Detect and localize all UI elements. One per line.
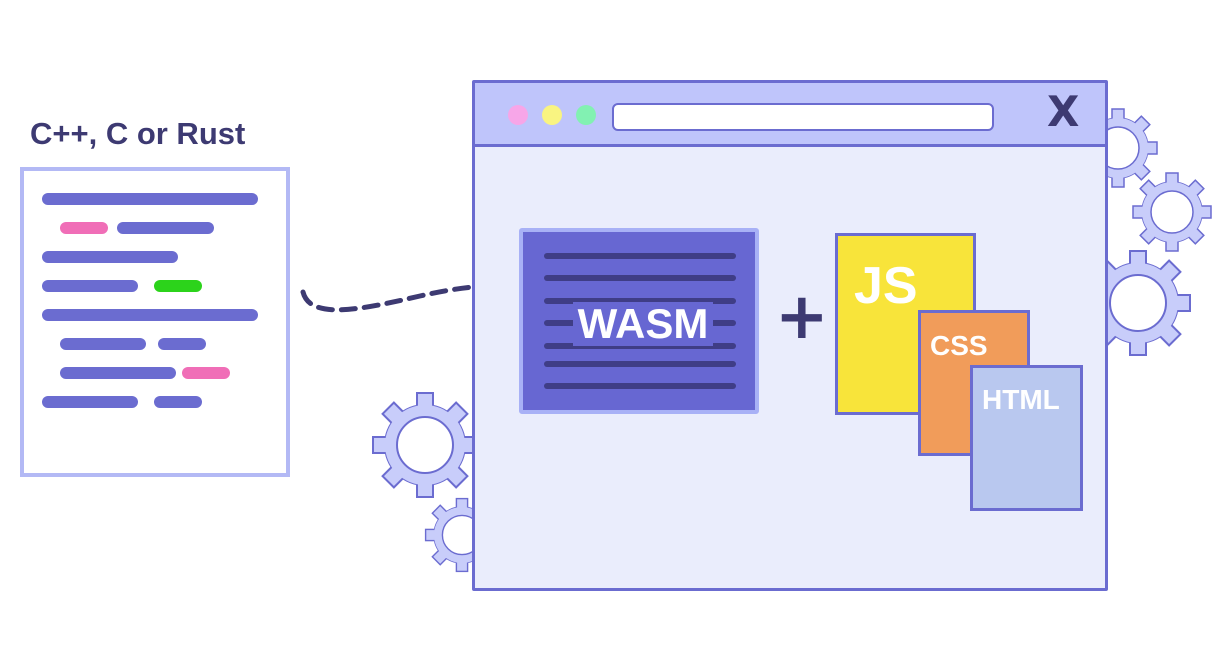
wasm-line [544, 253, 736, 259]
gear-icon [372, 392, 478, 498]
code-line [42, 396, 138, 408]
code-line [42, 280, 138, 292]
code-line [154, 396, 202, 408]
code-token-pink [60, 222, 108, 234]
code-line [42, 193, 258, 205]
gear-icon [1132, 172, 1212, 252]
plus-symbol: + [775, 280, 829, 354]
code-line [158, 338, 206, 350]
wasm-module: WASM [519, 228, 759, 414]
js-label: JS [854, 257, 918, 315]
code-line [42, 309, 258, 321]
code-line [42, 251, 178, 263]
js-file: JS [835, 233, 976, 415]
wasm-label: WASM [573, 302, 713, 346]
window-dot-green[interactable] [576, 105, 596, 125]
wasm-line [544, 343, 736, 349]
source-languages-title: C++, C or Rust [30, 116, 246, 151]
wasm-line [544, 361, 736, 367]
window-dot-pink[interactable] [508, 105, 528, 125]
source-code-panel [20, 167, 290, 477]
wasm-line [544, 275, 736, 281]
code-line [117, 222, 214, 234]
wasm-line [544, 383, 736, 389]
code-token-green [154, 280, 202, 292]
html-file: HTML [970, 365, 1083, 511]
code-token-pink [182, 367, 230, 379]
html-label: HTML [982, 384, 1060, 415]
browser-titlebar: X [475, 83, 1105, 147]
window-dot-yellow[interactable] [542, 105, 562, 125]
address-bar[interactable] [612, 103, 994, 131]
close-button[interactable]: X [1047, 87, 1080, 136]
code-line [60, 338, 146, 350]
wasm-line [544, 298, 736, 304]
code-line [60, 367, 176, 379]
css-label: CSS [930, 330, 988, 361]
